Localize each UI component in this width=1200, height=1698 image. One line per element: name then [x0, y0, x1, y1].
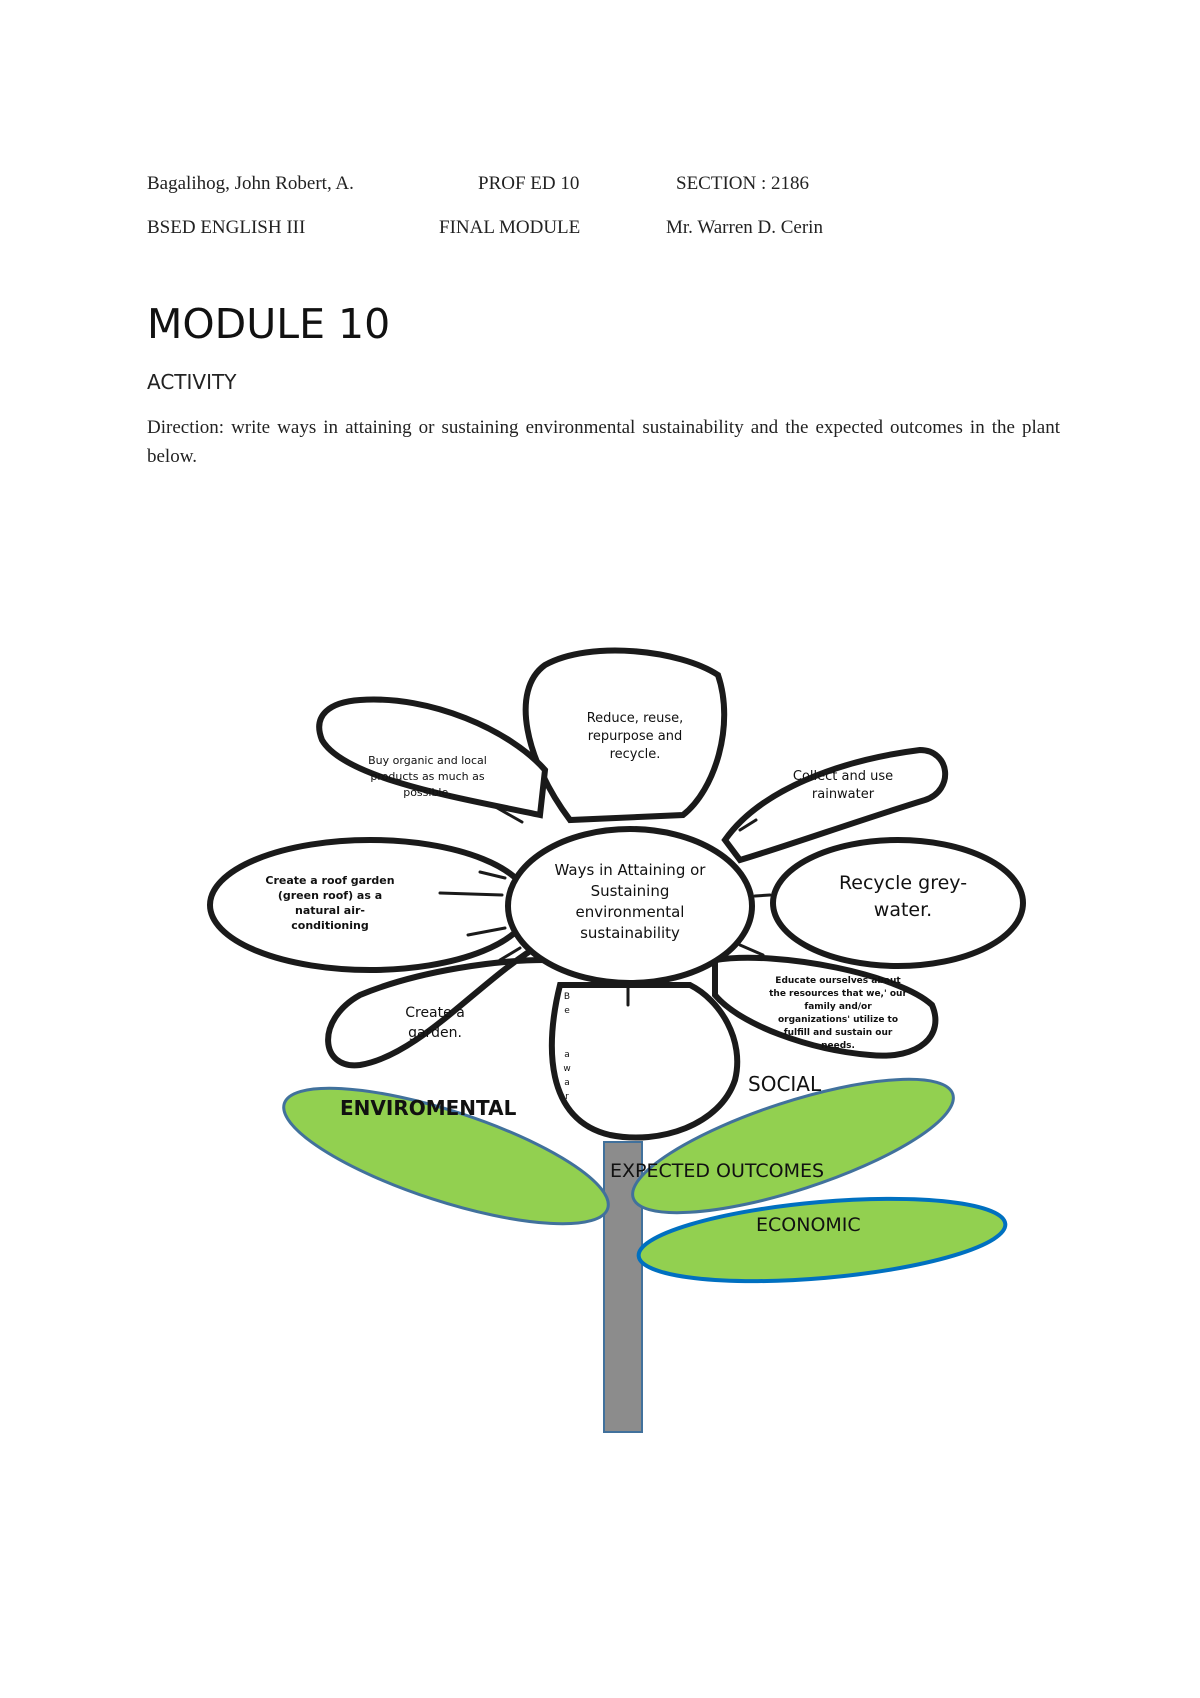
student-name: Bagalihog, John Robert, A.	[147, 173, 354, 194]
direction-text: Direction: write ways in attaining or su…	[147, 417, 1060, 467]
page-title: MODULE 10	[147, 300, 391, 348]
leaf-top-right	[631, 1077, 955, 1215]
petal-top-right-text: Collect and use rainwater	[792, 769, 894, 802]
leaf-economic-label: ECONOMIC	[756, 1214, 861, 1236]
leaf-bottom-right	[636, 1196, 1008, 1284]
leaf-left	[282, 1086, 610, 1226]
program-name: BSED ENGLISH III	[147, 217, 306, 238]
expected-outcomes-label: EXPECTED OUTCOMES	[610, 1160, 825, 1182]
petal-bottom-left	[325, 940, 550, 1069]
petal-top	[522, 647, 728, 824]
petal-top-right	[721, 746, 949, 864]
flower-center	[505, 826, 755, 986]
center-text: Ways in Attaining or Sustaining environm…	[554, 861, 706, 942]
section-number: SECTION : 2186	[676, 173, 809, 194]
leaf-social-label: SOCIAL	[748, 1072, 822, 1096]
activity-heading: ACTIVITY	[147, 370, 237, 394]
petal-right-text: Recycle grey-water.	[838, 872, 968, 921]
leaf-environmental-label: ENVIROMENTAL	[340, 1096, 517, 1120]
petal-bottom	[548, 982, 741, 1141]
course-code: PROF ED 10	[478, 173, 580, 194]
petal-right	[770, 837, 1026, 969]
petal-top-left	[316, 696, 549, 819]
center-ticks	[438, 803, 772, 1007]
petal-top-text: Reduce, reuse, repurpose and recycle.	[586, 711, 684, 762]
petal-bottom-left-text: Create a garden.	[405, 1005, 465, 1041]
petal-top-left-text: Buy organic and local products as much a…	[368, 754, 487, 799]
instructor-name: Mr. Warren D. Cerin	[666, 217, 823, 238]
petal-bottom-right	[712, 954, 939, 1059]
petal-bottom-fragment-1: B e	[563, 992, 571, 1016]
petal-bottom-fragment-2: a w a r	[563, 1050, 571, 1102]
module-label: FINAL MODULE	[439, 217, 581, 238]
petal-left-text: Create a roof garden (green roof) as a n…	[265, 874, 395, 932]
petal-bottom-right-text: Educate ourselves about the resources th…	[769, 976, 907, 1051]
